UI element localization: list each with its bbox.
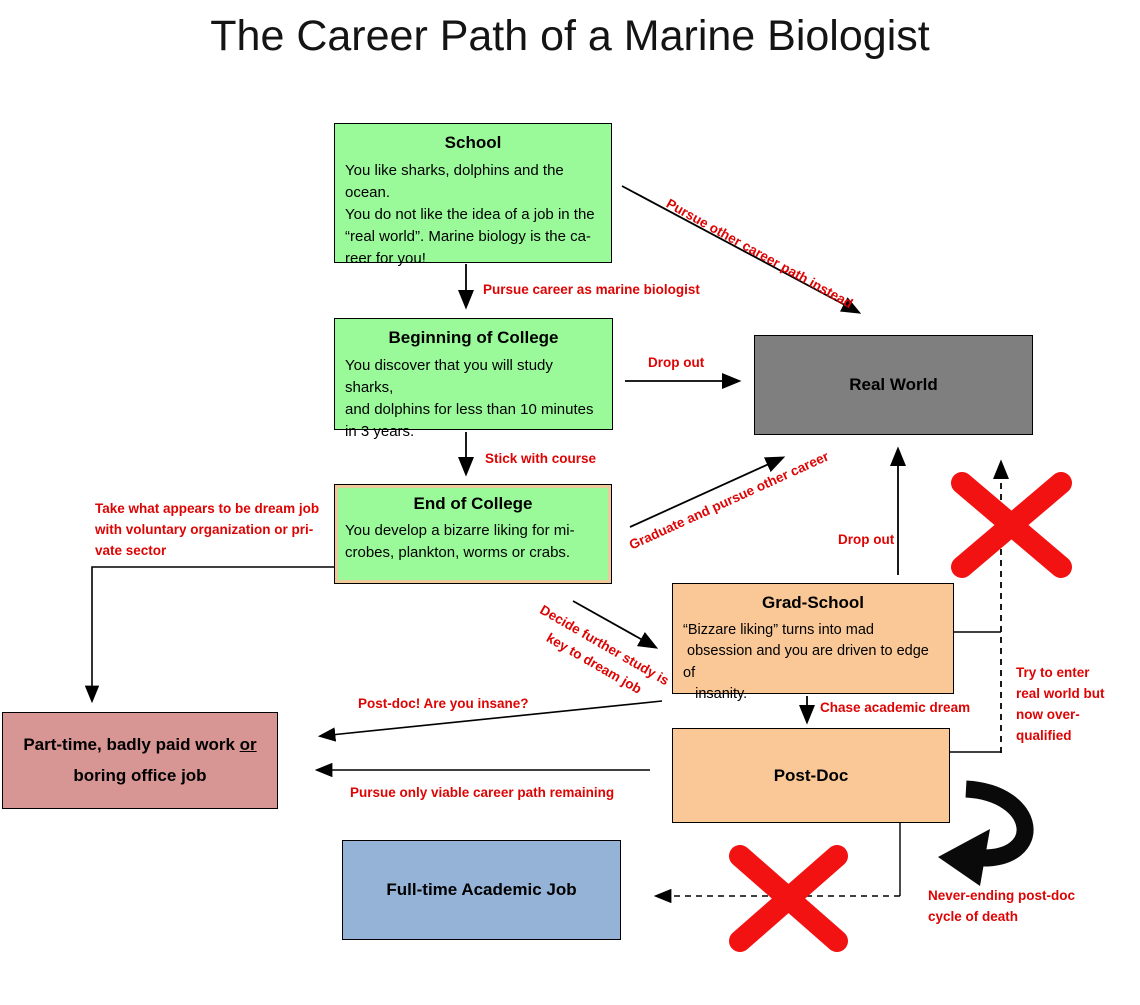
label-try-to-enter: Try to enter real world but now over- qu… [1016, 665, 1105, 743]
red-x-icon [729, 845, 848, 952]
node-school-title: School [444, 133, 502, 152]
label-drop-out-1: Drop out [648, 355, 705, 370]
part-time-line2: boring office job [73, 765, 207, 785]
label-pursue-career: Pursue career as marine biologist [483, 282, 700, 297]
label-graduate-pursue: Graduate and pursue other career [626, 448, 832, 553]
label-take-dream-job: Take what appears to be dream job with v… [95, 501, 320, 558]
label-chase-academic-dream: Chase academic dream [820, 700, 971, 715]
arrow-dream-job-elbow [84, 566, 334, 704]
label-postdoc-insane: Post-doc! Are you insane? [358, 696, 529, 711]
node-school-body: You like sharks, dolphins and the ocean.… [345, 162, 595, 268]
part-time-or: or [239, 734, 257, 754]
node-post-doc-title: Post-Doc [773, 765, 849, 785]
part-time-text: Part-time, badly paid work [23, 734, 240, 754]
node-end-college: End of College You develop a bizarre lik… [334, 484, 612, 584]
node-end-college-body: You develop a bizarre liking for mi- cro… [345, 522, 575, 562]
node-grad-school: Grad-School “Bizzare liking” turns into … [672, 583, 954, 702]
node-post-doc: Post-Doc [672, 728, 950, 823]
label-never-ending-cycle: Never-ending post-doc cycle of death [928, 888, 1076, 924]
node-beginning-college-title: Beginning of College [388, 328, 559, 347]
node-beginning-college: Beginning of College You discover that y… [334, 318, 613, 440]
node-grad-school-body: “Bizzare liking” turns into mad obsessio… [683, 622, 929, 702]
page-title: The Career Path of a Marine Biologist [210, 12, 930, 60]
node-full-time-job-title: Full-time Academic Job [386, 880, 577, 899]
red-x-icon [951, 472, 1072, 578]
cycle-arrow-icon [938, 780, 1034, 886]
node-part-time: Part-time, badly paid work or boring off… [2, 712, 278, 809]
label-pursue-viable-path: Pursue only viable career path remaining [350, 785, 615, 800]
label-decide-further-study: Decide further study is key to dream job [537, 602, 672, 697]
label-drop-out-2: Drop out [838, 532, 895, 547]
node-school: School You like sharks, dolphins and the… [334, 123, 612, 267]
node-full-time-job: Full-time Academic Job [342, 840, 621, 940]
node-real-world: Real World [754, 335, 1033, 435]
node-end-college-title: End of College [413, 494, 533, 513]
label-stick-with-course: Stick with course [485, 451, 597, 466]
node-part-time-label: Part-time, badly paid work or boring off… [23, 730, 256, 791]
node-real-world-title: Real World [849, 375, 938, 394]
node-beginning-college-body: You discover that you will study sharks,… [345, 357, 594, 441]
node-grad-school-title: Grad-School [761, 593, 864, 612]
